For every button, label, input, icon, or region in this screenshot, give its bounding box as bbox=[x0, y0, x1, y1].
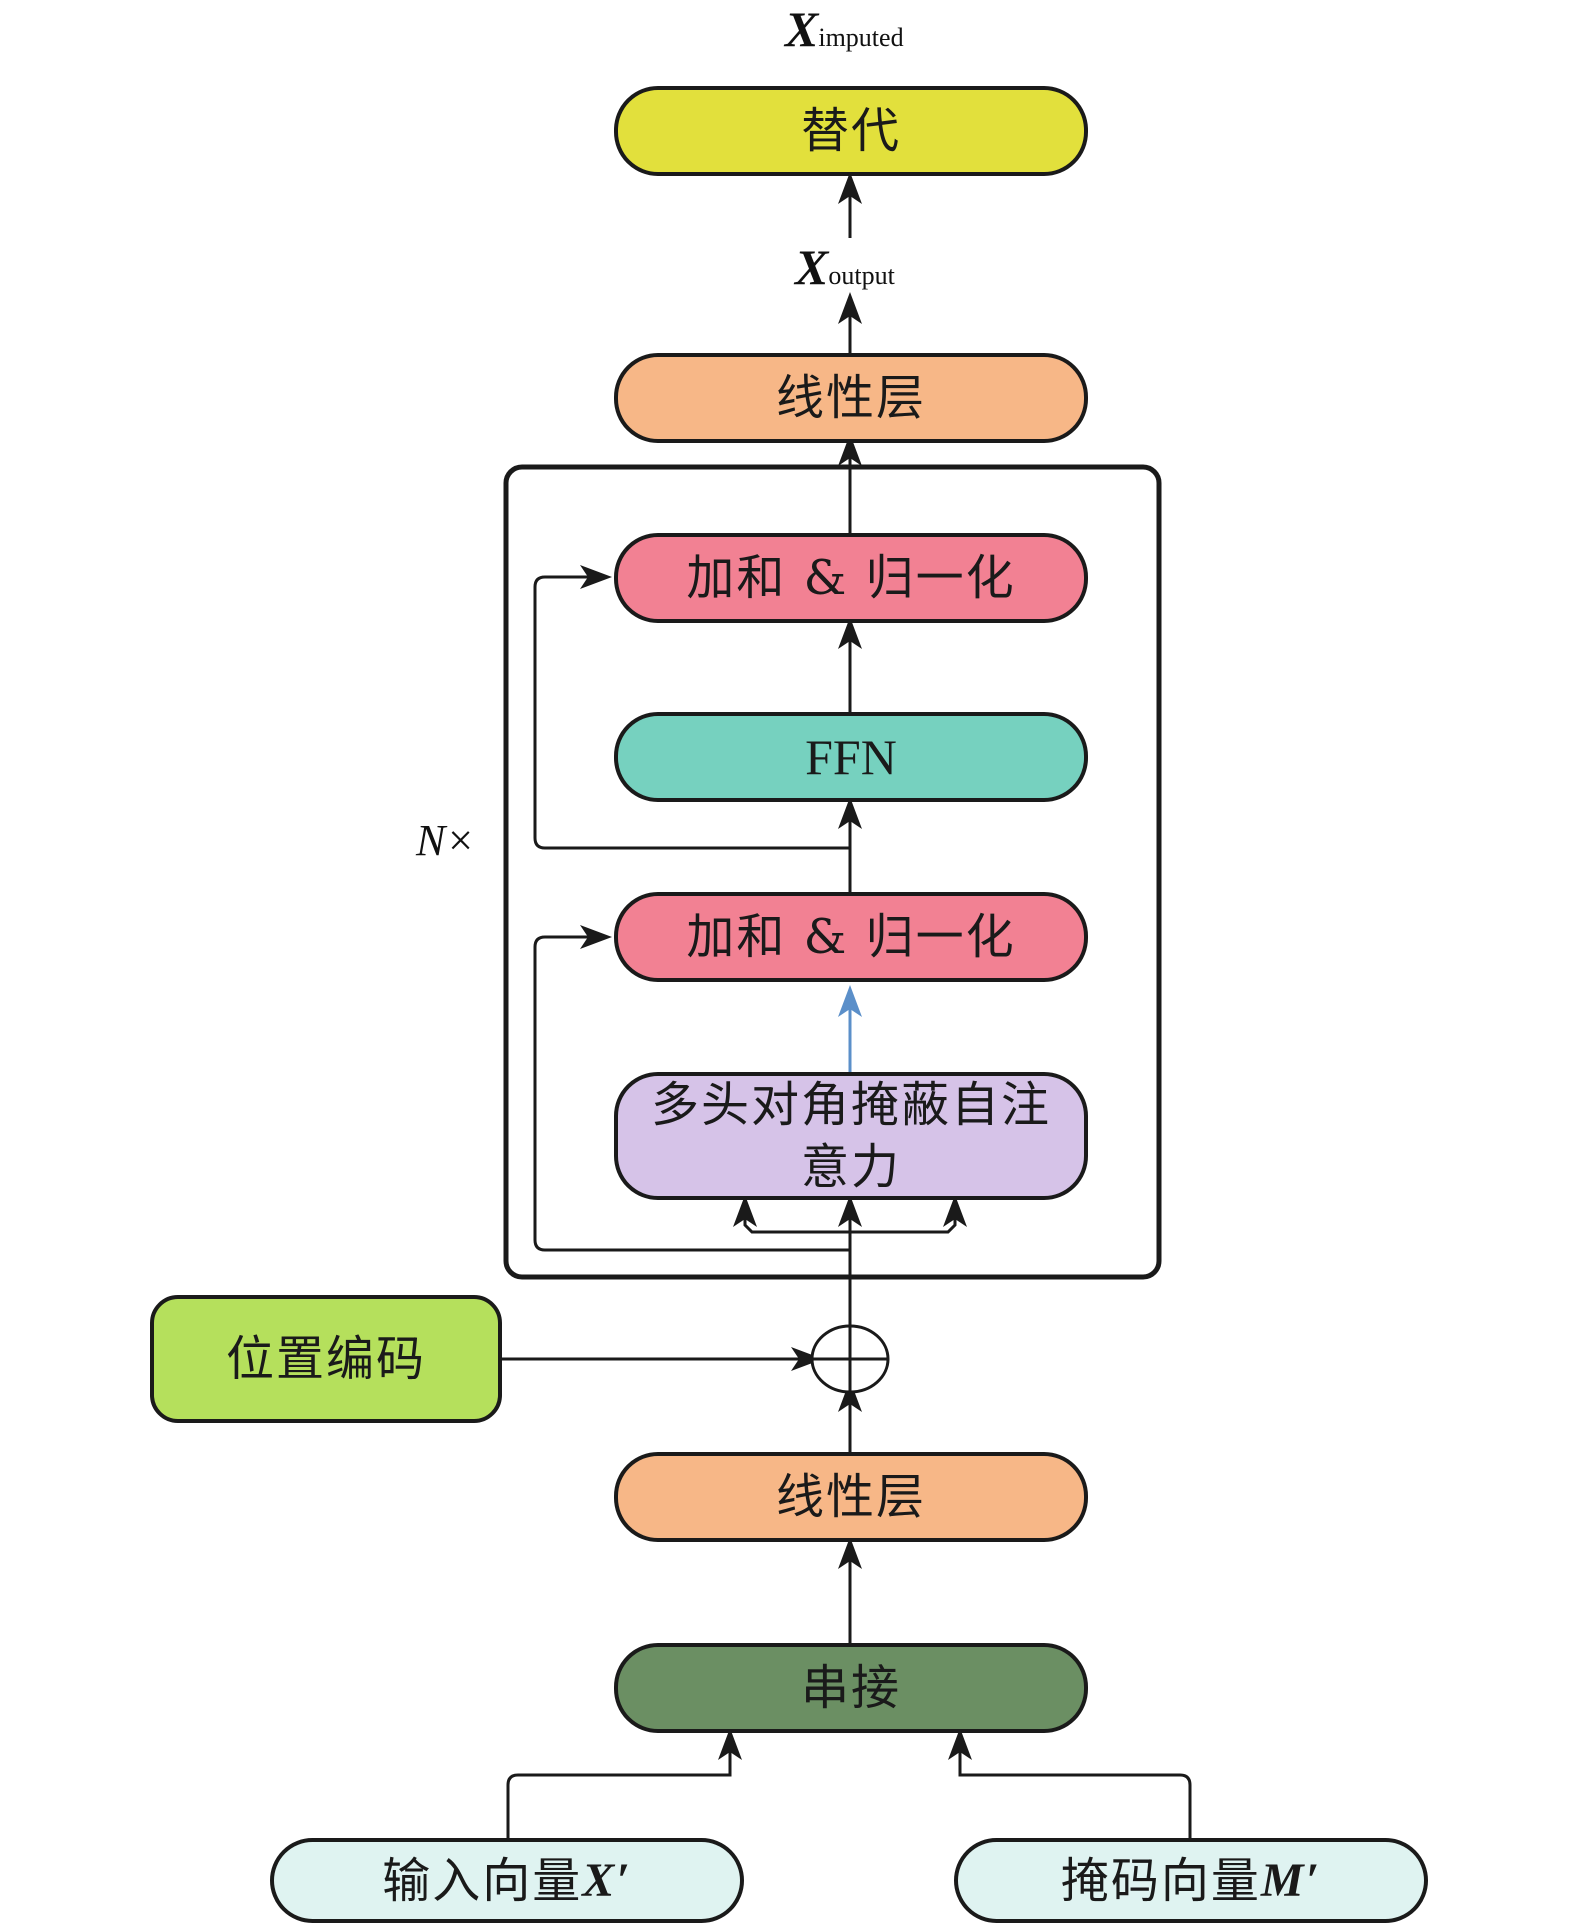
x-imputed-subscript: imputed bbox=[818, 23, 904, 52]
x-imputed-symbol: X bbox=[785, 1, 819, 57]
x-imputed-label: Ximputed bbox=[785, 0, 904, 60]
blue-arrowhead bbox=[838, 985, 862, 1017]
x-output-symbol: X bbox=[795, 239, 829, 295]
n-times-label: N× bbox=[416, 816, 476, 865]
x-output-subscript: output bbox=[828, 261, 895, 290]
position-encoding-node: 位置编码 bbox=[150, 1295, 502, 1423]
input-vector-text: 输入向量 bbox=[382, 1852, 583, 1909]
arrowheads bbox=[580, 172, 972, 1760]
main-flow-lines bbox=[502, 190, 1192, 1840]
add-circle bbox=[810, 1324, 890, 1394]
add-norm-bottom: 加和 & 归一化 bbox=[614, 892, 1088, 982]
mask-vector-text: 掩码向量 bbox=[1060, 1852, 1261, 1909]
nx-block-frame bbox=[503, 464, 1162, 1280]
mask-vector-variable: M′ bbox=[1260, 1853, 1322, 1907]
concat-node: 串接 bbox=[614, 1643, 1088, 1733]
attention-node: 多头对角掩蔽自注意力 bbox=[614, 1072, 1088, 1200]
linear-layer-top: 线性层 bbox=[614, 353, 1088, 443]
x-output-label: Xoutput bbox=[795, 238, 895, 298]
input-vector-variable: X′ bbox=[582, 1853, 632, 1907]
ffn-node: FFN bbox=[614, 712, 1088, 802]
add-norm-top: 加和 & 归一化 bbox=[614, 533, 1088, 623]
replace-node: 替代 bbox=[614, 86, 1088, 176]
linear-layer-bottom: 线性层 bbox=[614, 1452, 1088, 1542]
